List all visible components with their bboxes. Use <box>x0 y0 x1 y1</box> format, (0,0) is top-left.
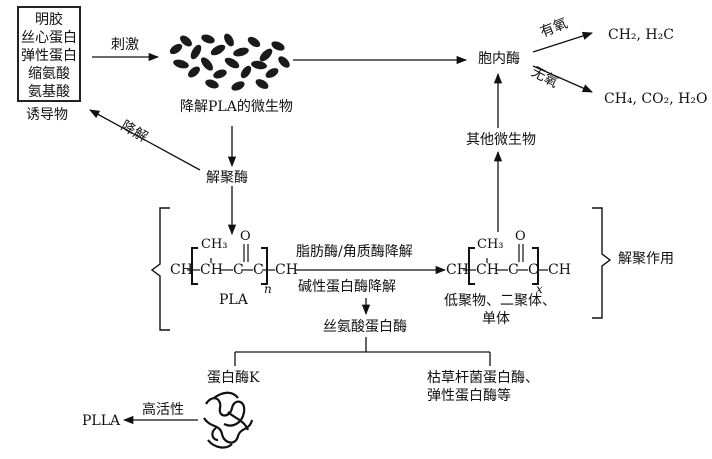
products-line2: 单体 <box>482 311 510 327</box>
inducer-elastin: 弹性蛋白 <box>21 48 77 64</box>
microbe-label: 降解PLA的微生物 <box>180 99 293 115</box>
product-subscript-x: x <box>536 282 543 296</box>
pla-ch: CH <box>200 262 223 278</box>
inducer-amino-acid: 氨基酸 <box>28 84 70 100</box>
anaerobic-products: CH₄, CO₂, H₂O <box>604 91 708 107</box>
reaction-top-label: 脂肪酶/角质酶降解 <box>296 244 413 260</box>
pla-polymer-brackets <box>191 247 539 285</box>
other-proteases-line2: 弹性蛋白酶等 <box>427 388 511 404</box>
proteinase-k-label: 蛋白酶K <box>207 370 260 386</box>
pla-o: O <box>240 229 251 244</box>
reaction-bottom-label: 碱性蛋白酶降解 <box>298 279 396 295</box>
serine-protease-label: 丝氨酸蛋白酶 <box>323 319 407 335</box>
product-o: O <box>515 229 526 244</box>
depolymerization-label: 解聚作用 <box>618 251 674 267</box>
pla-end-ch-left: CH <box>170 262 193 278</box>
pla-label: PLA <box>219 292 248 308</box>
pla-end-ch-right: CH <box>275 262 298 278</box>
stimulus-label: 刺激 <box>111 37 139 53</box>
other-proteases-line1: 枯草杆菌蛋白酶、 <box>427 370 539 386</box>
aerobic-products: CH₂, H₂C <box>608 27 674 43</box>
protease-branch-tree <box>234 337 491 366</box>
inducer-silk-fibroin: 丝心蛋白 <box>21 30 77 46</box>
other-microbes-label: 其他微生物 <box>466 132 536 148</box>
inducer-gelatin: 明胶 <box>35 12 63 28</box>
degrade-arrow <box>89 109 201 171</box>
inducer-box: 明胶 丝心蛋白 弹性蛋白 缩氨酸 氨基酸 <box>17 6 81 102</box>
plla-label: PLLA <box>82 413 121 429</box>
product-ch3: CH₃ <box>477 237 504 252</box>
pla-ch3: CH₃ <box>201 237 228 252</box>
product-end-c: C <box>528 262 539 278</box>
product-end-ch-right: CH <box>548 262 571 278</box>
high-activity-label: 高活性 <box>142 402 184 418</box>
endoenzyme-label: 胞内酶 <box>478 51 520 67</box>
microbe-cluster-icon <box>169 33 290 91</box>
inducer-peptide: 缩氨酸 <box>28 66 70 82</box>
product-end-ch-left: CH <box>446 262 469 278</box>
pla-end-c: C <box>253 262 264 278</box>
depolymerase-label: 解聚酶 <box>206 170 248 186</box>
products-line1: 低聚物、二聚体、 <box>444 293 556 309</box>
product-c: C <box>508 262 519 278</box>
inducer-caption: 诱导物 <box>26 107 68 123</box>
aerobic-arrow <box>532 31 593 53</box>
pla-subscript-n: n <box>264 282 272 296</box>
protein-structure-icon <box>203 391 254 449</box>
depolymerization-brackets <box>150 207 612 331</box>
pla-bonds <box>187 244 548 271</box>
anaerobic-arrow <box>532 65 593 93</box>
pla-c: C <box>233 262 244 278</box>
product-ch: CH <box>476 262 499 278</box>
